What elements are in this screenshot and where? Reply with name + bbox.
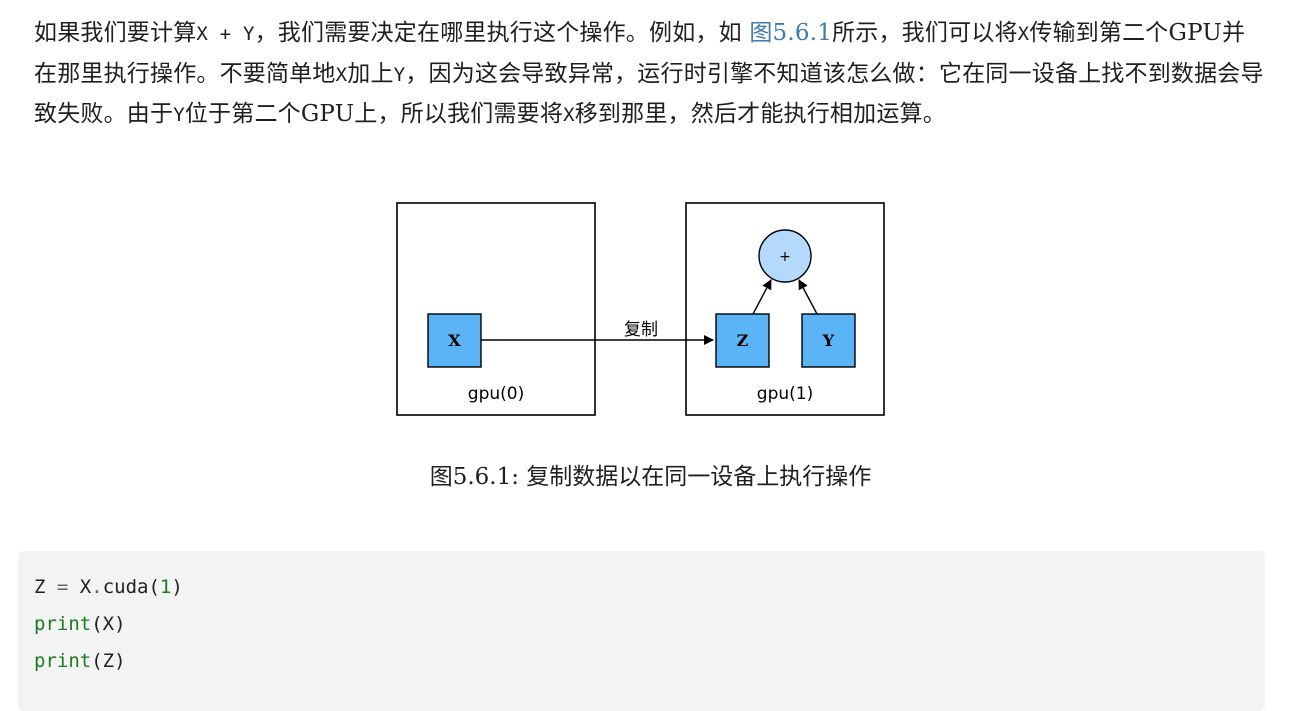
add-circle xyxy=(758,229,812,283)
copy-data-figure: X 复制 Z Y + gpu(0) gpu(1) xyxy=(395,200,890,420)
code-lines: Z = X.cuda(1)print(X)print(Z) xyxy=(34,569,183,680)
add-label: + xyxy=(779,249,791,265)
inline-code: X xyxy=(1017,23,1030,45)
code-token: (X) xyxy=(91,613,126,635)
code-token: cuda( xyxy=(102,576,160,598)
text: 传输到第二个GPU并在那里执行操作。不要简单地 xyxy=(34,20,1246,87)
inline-code: X xyxy=(335,63,348,86)
code-keyword: print xyxy=(34,613,92,635)
z-to-add-arrow xyxy=(752,279,772,315)
text: ，因为这会导致异常，运行时引擎不知道该怎么做：它在同一设备上找不到数据会导致失败… xyxy=(34,60,1264,128)
inline-code: X + Y xyxy=(196,23,255,45)
gpu0-label: gpu(0) xyxy=(468,384,524,404)
inline-code: Y xyxy=(393,63,406,86)
text: 如果我们要计算 xyxy=(34,20,197,46)
body-paragraph: 如果我们要计算X + Y，我们需要决定在哪里执行这个操作。例如，如 图5.6.1… xyxy=(34,14,1266,136)
text: ，我们需要决定在哪里执行这个操作。例如，如 xyxy=(254,20,750,46)
figure-diagram: X 复制 Z Y + gpu(0) gpu(1) xyxy=(396,202,885,416)
y-box xyxy=(801,313,856,368)
code-token: Z xyxy=(34,576,57,598)
code-line-3: print(Z) xyxy=(34,643,183,680)
code-block: Z = X.cuda(1)print(X)print(Z) xyxy=(18,551,1265,711)
code-operator: . xyxy=(91,576,103,598)
code-token: (Z) xyxy=(91,650,126,672)
inline-code: X xyxy=(563,104,575,126)
gpu1-label: gpu(1) xyxy=(757,384,813,404)
text: 移到那里，然后才能执行相加运算。 xyxy=(574,101,946,127)
code-operator: = xyxy=(56,576,69,598)
text: 所示，我们可以将 xyxy=(832,20,1018,46)
y-box-label: Y xyxy=(822,331,835,350)
code-keyword: print xyxy=(34,650,92,672)
x-box-label: X xyxy=(448,331,461,350)
text: 位于第二个GPU上，所以我们需要将 xyxy=(184,101,564,127)
code-line-2: print(X) xyxy=(34,606,183,643)
gpu0-panel xyxy=(396,202,596,416)
inline-code: Y xyxy=(173,104,185,126)
code-token: X xyxy=(68,576,92,598)
figure-caption: 图5.6.1: 复制数据以在同一设备上执行操作 xyxy=(429,464,872,490)
text: 加上 xyxy=(347,60,394,87)
figure-link[interactable]: 图5.6.1 xyxy=(749,20,833,46)
code-number: 1 xyxy=(159,576,172,598)
z-box-label: Z xyxy=(737,331,749,350)
y-to-add-arrow xyxy=(798,279,818,315)
code-line-1: Z = X.cuda(1) xyxy=(34,569,183,606)
x-box xyxy=(427,313,482,368)
code-token: ) xyxy=(171,576,183,598)
copy-label: 复制 xyxy=(624,320,658,340)
z-box xyxy=(715,313,770,368)
